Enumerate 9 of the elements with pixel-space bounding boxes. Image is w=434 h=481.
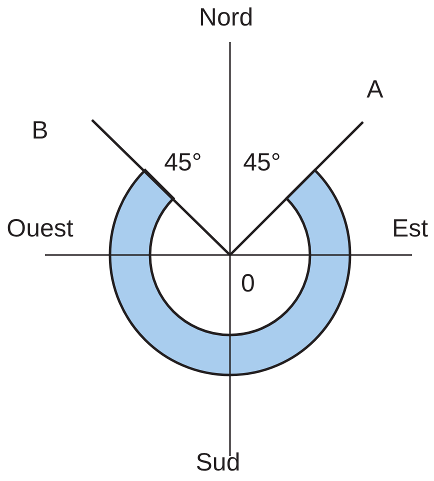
axis-label: 45° [164, 150, 202, 176]
axis-label: Sud [196, 450, 240, 476]
axis-label: Ouest [6, 216, 74, 242]
axis-label: 0 [241, 272, 255, 296]
axis-label: Est [392, 216, 428, 242]
axis-label: B [32, 118, 48, 144]
axis-label: 45° [243, 150, 281, 176]
axis-label: A [366, 78, 384, 102]
axis-label: Nord [198, 6, 254, 30]
